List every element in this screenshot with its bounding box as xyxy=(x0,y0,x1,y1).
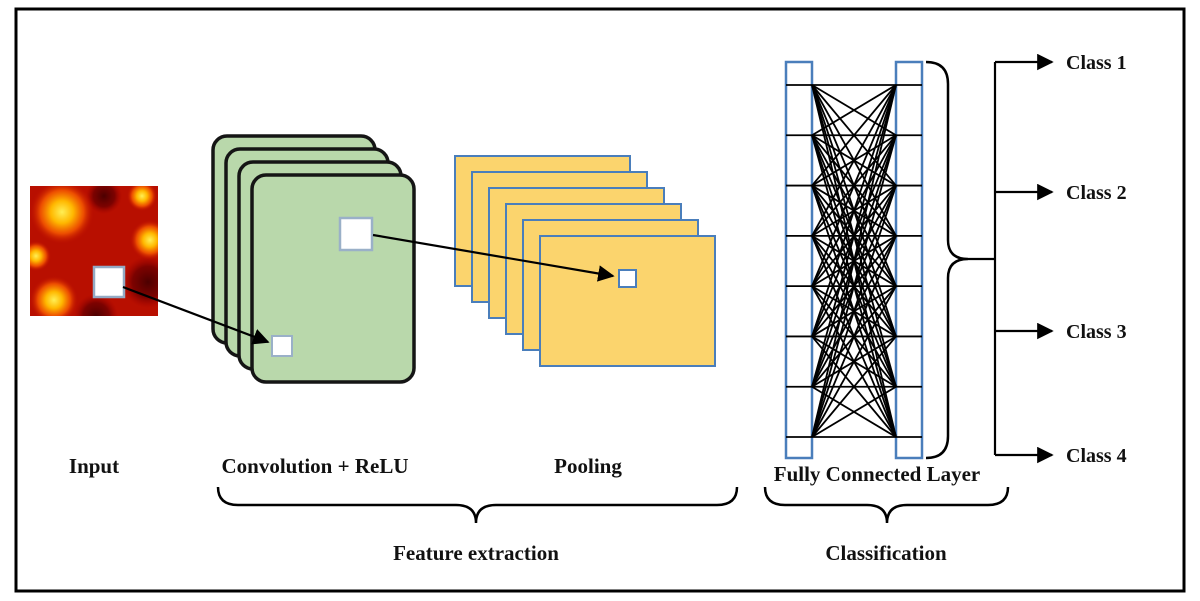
pooling-label: Pooling xyxy=(554,454,622,478)
class-label-2: Class 2 xyxy=(1066,182,1127,204)
class-output-1: Class 1 xyxy=(995,52,1127,74)
input-kernel-window xyxy=(94,267,124,297)
fc-left-column xyxy=(786,62,812,458)
fc-right-column xyxy=(896,62,922,458)
convolution-stack xyxy=(213,136,414,382)
pool-layer xyxy=(540,236,715,366)
input-label: Input xyxy=(69,454,119,478)
classification-brace xyxy=(765,487,1008,523)
pooling-stack xyxy=(455,156,715,366)
conv-receptive-window xyxy=(272,336,292,356)
class-output-3: Class 3 xyxy=(995,321,1127,343)
classification-label: Classification xyxy=(825,541,947,565)
fully-connected-layer xyxy=(786,62,922,458)
feature-extraction-label: Feature extraction xyxy=(393,541,559,565)
pooling-kernel-window xyxy=(619,270,636,287)
conv-kernel-window xyxy=(340,218,372,250)
feature-extraction-brace xyxy=(218,487,737,523)
class-output-2: Class 2 xyxy=(995,182,1127,204)
output-brace xyxy=(926,62,968,458)
convolution-label: Convolution + ReLU xyxy=(222,454,409,478)
class-label-4: Class 4 xyxy=(1066,445,1127,467)
class-label-1: Class 1 xyxy=(1066,52,1127,74)
class-output-4: Class 4 xyxy=(995,445,1127,467)
class-label-3: Class 3 xyxy=(1066,321,1127,343)
fully-connected-label: Fully Connected Layer xyxy=(774,462,980,486)
input-image xyxy=(21,178,174,338)
